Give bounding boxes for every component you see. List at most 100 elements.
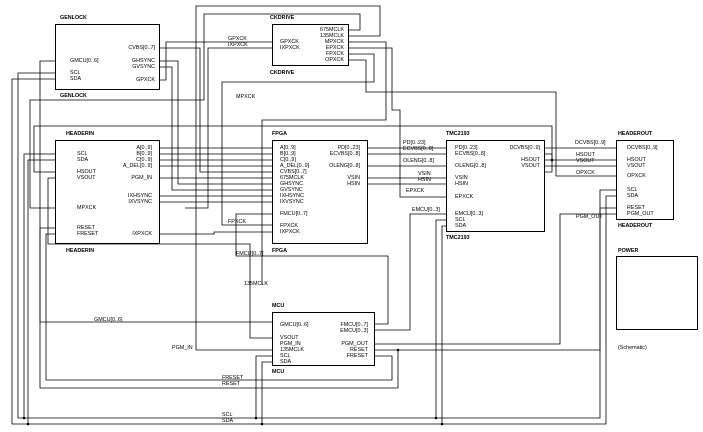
- genlock-block[interactable]: [55, 24, 160, 90]
- wire-sda-tmc: [441, 225, 446, 424]
- headerin-pin: SDA: [77, 157, 89, 163]
- headerout-block[interactable]: [616, 140, 674, 220]
- wire-675mclk: [195, 5, 381, 179]
- wire-sda-hin: [27, 159, 55, 424]
- headerin-pin: A[0..9]: [136, 145, 152, 151]
- mcu-block[interactable]: [272, 312, 375, 366]
- headerin-block[interactable]: [55, 140, 160, 244]
- tmc2193-pin: DCVBS[0..9]: [509, 145, 540, 151]
- wire-hsout-back: [33, 125, 553, 173]
- headerout-pin: VSOUT: [627, 163, 646, 169]
- net-label-oleng: OLENG[0..8]: [403, 158, 434, 164]
- fpga-pin: IXHSYNC: [280, 193, 304, 199]
- headerout-pin: SCL: [627, 187, 638, 193]
- wire-vsout-mcu: [47, 177, 272, 339]
- mcu-pin: PGM_IN: [280, 341, 301, 347]
- junction-dots: [22, 158, 554, 426]
- fpga-pin: IXVSYNC: [280, 199, 304, 205]
- tmc2193-pin: HSOUT: [521, 157, 540, 163]
- mcu-pin: SDA: [280, 359, 292, 365]
- wire-scl: [17, 72, 616, 419]
- fpga-pin: B[0..9]: [280, 151, 296, 157]
- fpga-pin: C[0..9]: [280, 157, 296, 163]
- wire-ghsync: [159, 60, 272, 185]
- fpga-pin: PD[0..23]: [337, 145, 360, 151]
- tmc2193-pin: SCL: [455, 217, 466, 223]
- tmc2193-pin: VSIN: [455, 175, 468, 181]
- fpga-block[interactable]: [272, 140, 368, 244]
- headerin-pin: IXVSYNC: [128, 199, 152, 205]
- fpga-pin: A[0..9]: [280, 145, 296, 151]
- net-label-dcvbs: DCVBS[0..9]: [575, 140, 606, 146]
- ckdrive-pin: GPXCK: [280, 39, 299, 45]
- genlock-pin: GMCU[0..6]: [70, 58, 99, 64]
- ckdrive-block[interactable]: [272, 24, 349, 66]
- net-label-reset: RESET: [222, 381, 240, 387]
- wire-epxck: [348, 47, 446, 198]
- mcu-title: MCU: [272, 303, 285, 309]
- ckdrive-pin: OPXCK: [325, 57, 344, 63]
- junction-dot: [434, 416, 438, 420]
- junction-dot: [260, 422, 264, 426]
- power-block[interactable]: [616, 256, 698, 330]
- wire-opxck: [348, 59, 616, 177]
- net-label-vsin: VSIN: [418, 171, 431, 177]
- genlock-title: GENLOCK: [60, 15, 87, 21]
- fpga-pin: OLENG[0..8]: [329, 163, 360, 169]
- net-label-hsin: HSIN: [418, 177, 431, 183]
- junction-dot: [26, 422, 30, 426]
- wire-pgm-in: [160, 177, 272, 351]
- wire-pgm-out: [375, 213, 616, 345]
- headerout-pin: PGM_OUT: [627, 211, 654, 217]
- fpga-pin: HSIN: [347, 181, 360, 187]
- headerin-pin: IXPXCK: [132, 231, 152, 237]
- wire-emcu: [375, 213, 446, 331]
- fpga-pin: CVBS[0..7]: [280, 169, 307, 175]
- headerout-pin: SDA: [627, 193, 639, 199]
- genlock-footer: GENLOCK: [60, 93, 87, 99]
- tmc2193-pin: HSIN: [455, 181, 468, 187]
- junction-dot: [396, 348, 400, 352]
- wire-135mclk: [261, 41, 387, 285]
- headerout-footer: HEADEROUT: [618, 223, 653, 229]
- net-label-epxck: EPXCK: [406, 188, 425, 194]
- genlock-pin: GHSYNC: [131, 58, 155, 64]
- net-label-freset: FRESET: [222, 375, 244, 381]
- wire-cvbs: [159, 47, 272, 173]
- fpga-footer: FPGA: [272, 248, 287, 254]
- mcu-pin: 135MCLK: [280, 347, 304, 353]
- net-label-vsout: VSOUT: [576, 158, 595, 164]
- headerin-pin: FRESET: [77, 231, 99, 237]
- wire-sda: [11, 78, 616, 425]
- ckdrive-pin: 135MCLK: [320, 33, 344, 39]
- ckdrive-pin: MPXCK: [324, 39, 344, 45]
- net-label-pgm-in: PGM_IN: [172, 345, 193, 351]
- wire-gvsync: [159, 66, 272, 191]
- fpga-pin: VSIN: [347, 175, 360, 181]
- wire-freset: [45, 233, 393, 381]
- net-label-135mclk: 135MCLK: [244, 281, 268, 287]
- wire-scl-mcu: [255, 355, 272, 418]
- headerin-pin: HSOUT: [77, 169, 96, 175]
- wire-ixpxck: [160, 231, 272, 235]
- mcu-pin: RESET: [350, 347, 368, 353]
- ckdrive-pin: 675MCLK: [320, 27, 344, 33]
- wire-mpxck: [29, 13, 361, 209]
- genlock-pin: SCL: [70, 70, 81, 76]
- fpga-title: FPGA: [272, 131, 287, 137]
- headerout-pin: OPXCK: [627, 173, 646, 179]
- mcu-pin: FMCU[0..7]: [340, 322, 368, 328]
- fpga-pin: FMCU[0..7]: [280, 211, 308, 217]
- net-label-fmcu: FMCU[0..7]: [236, 251, 264, 257]
- genlock-pin: CVBS[0..7]: [128, 45, 155, 51]
- genlock-pin: GPXCK: [136, 77, 155, 83]
- net-label-hsout: HSOUT: [576, 152, 595, 158]
- tmc2193-block[interactable]: [446, 140, 545, 232]
- ckdrive-footer: CKDRIVE: [270, 70, 295, 76]
- wire-sda-mcu: [261, 361, 272, 424]
- net-label-opxck: OPXCK: [576, 170, 595, 176]
- headerin-pin: SCL: [77, 151, 88, 157]
- tmc2193-pin: ECVBS[0..8]: [455, 151, 486, 157]
- fpga-pin: GVSYNC: [280, 187, 303, 193]
